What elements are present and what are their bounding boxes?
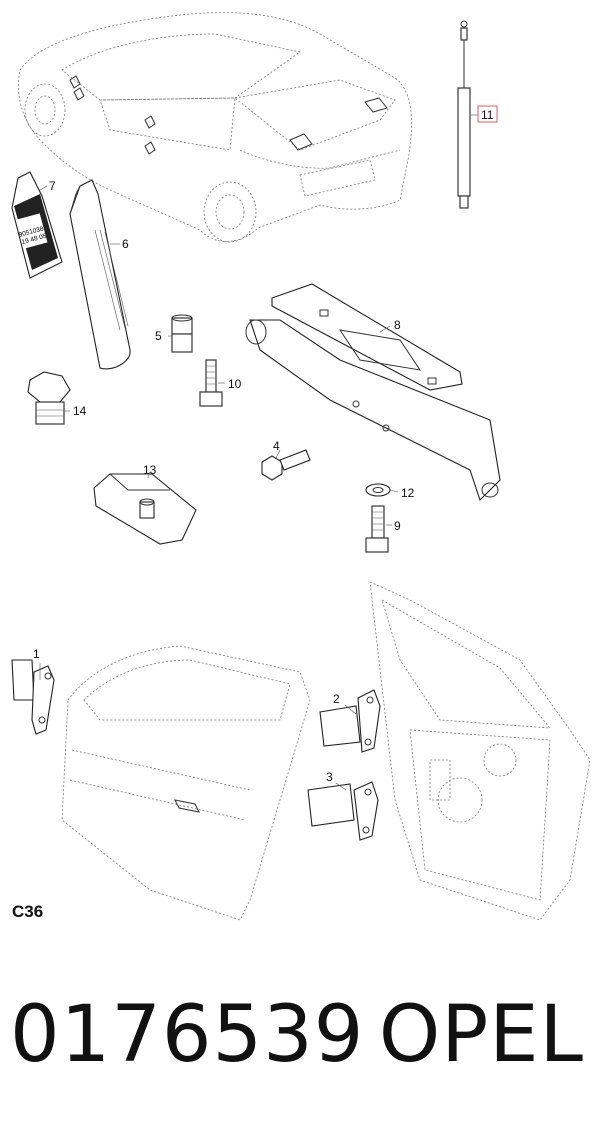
- grease-tube-part: [11, 171, 63, 279]
- callout-2: 2: [333, 692, 340, 706]
- front-door-illustration: [61, 645, 311, 921]
- part-number: 0176539: [10, 990, 365, 1080]
- callout-5: 5: [155, 329, 162, 343]
- callout-7: 7: [49, 179, 56, 193]
- washer-part: [365, 483, 391, 497]
- callout-14: 14: [73, 404, 87, 418]
- bolt-4-part: [261, 449, 311, 481]
- rear-door-illustration: [369, 581, 591, 921]
- section-code: C36: [12, 902, 44, 921]
- callouts: 1 2 3 4 5 6 7 8 9 10 11 12 13 14: [33, 105, 498, 784]
- gas-strut-part: [457, 20, 471, 209]
- callout-3: 3: [326, 770, 333, 784]
- callout-6: 6: [122, 237, 129, 251]
- leader-lines: [39, 114, 478, 791]
- door-hinge-2-part: [319, 689, 381, 753]
- brand-name: OPEL: [378, 990, 584, 1080]
- callout-8: 8: [394, 318, 401, 332]
- nut-part: [171, 314, 193, 353]
- callout-10: 10: [228, 377, 242, 391]
- bolt-10-part: [199, 359, 223, 407]
- callout-1: 1: [33, 647, 40, 661]
- sealant-tube-part: [69, 179, 131, 370]
- tailgate-hinge-part: [245, 283, 501, 502]
- bolt-9-part: [365, 505, 389, 553]
- door-hinge-3-part: [307, 781, 379, 841]
- callout-9: 9: [394, 519, 401, 533]
- footer-row: 0176539 OPEL: [0, 990, 600, 1080]
- plug-part: [27, 371, 71, 425]
- callout-4: 4: [273, 439, 280, 453]
- callout-12: 12: [401, 486, 415, 500]
- car-body-illustration: [18, 12, 412, 243]
- callout-11-highlight-box: [477, 105, 498, 123]
- callout-11: 11: [481, 108, 494, 122]
- door-hinge-1-part: [11, 659, 55, 735]
- callout-13: 13: [143, 463, 157, 477]
- clip-part: [93, 473, 197, 545]
